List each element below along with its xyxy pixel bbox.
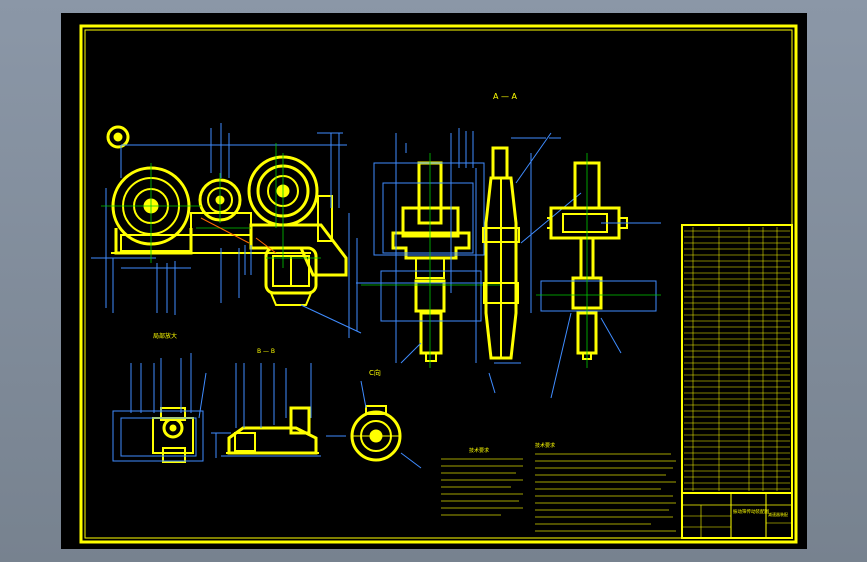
notes-title-right: 技术要求 xyxy=(535,442,555,449)
outer-frame xyxy=(79,24,798,544)
gearbox-dimensions xyxy=(540,222,661,399)
notes-right xyxy=(535,453,676,539)
detail-b-dimensions xyxy=(215,363,321,458)
shaft-dimensions xyxy=(356,128,501,364)
view-label-c: C向 xyxy=(369,368,381,377)
notes-title-left: 技术要求 xyxy=(469,447,489,454)
section-label-aa: A — A xyxy=(493,92,518,101)
gearbox-centerlines xyxy=(536,153,661,368)
main-dimensions xyxy=(91,123,362,338)
detail-view-d xyxy=(152,407,194,463)
detail-view-b xyxy=(226,406,319,455)
title-block-name: 振动筛传动装配图 xyxy=(733,508,769,515)
notes-left xyxy=(441,458,523,516)
inner-frame xyxy=(84,29,793,539)
cad-drawing: A — A xyxy=(79,24,798,544)
main-elevation-view xyxy=(106,125,348,306)
title-block: 振动筛传动装配图 减速器装配 xyxy=(681,492,793,539)
main-centerlines xyxy=(101,143,321,268)
parts-list xyxy=(681,224,793,494)
plate-side-view xyxy=(482,146,520,360)
view-label-b: B — B xyxy=(257,348,275,355)
main-accent-lines xyxy=(200,217,277,254)
drawing-canvas[interactable]: A — A xyxy=(61,13,807,549)
detail-view-c xyxy=(350,405,402,462)
view-label-d: 局部放大 xyxy=(153,332,177,340)
plate-dimensions xyxy=(475,132,582,394)
shaft-centerlines xyxy=(361,153,501,368)
detail-d-dimensions xyxy=(112,353,231,462)
shaft-section-view xyxy=(391,161,471,362)
detail-c-dimensions xyxy=(326,380,422,469)
title-block-sub: 减速器装配 xyxy=(768,511,788,517)
